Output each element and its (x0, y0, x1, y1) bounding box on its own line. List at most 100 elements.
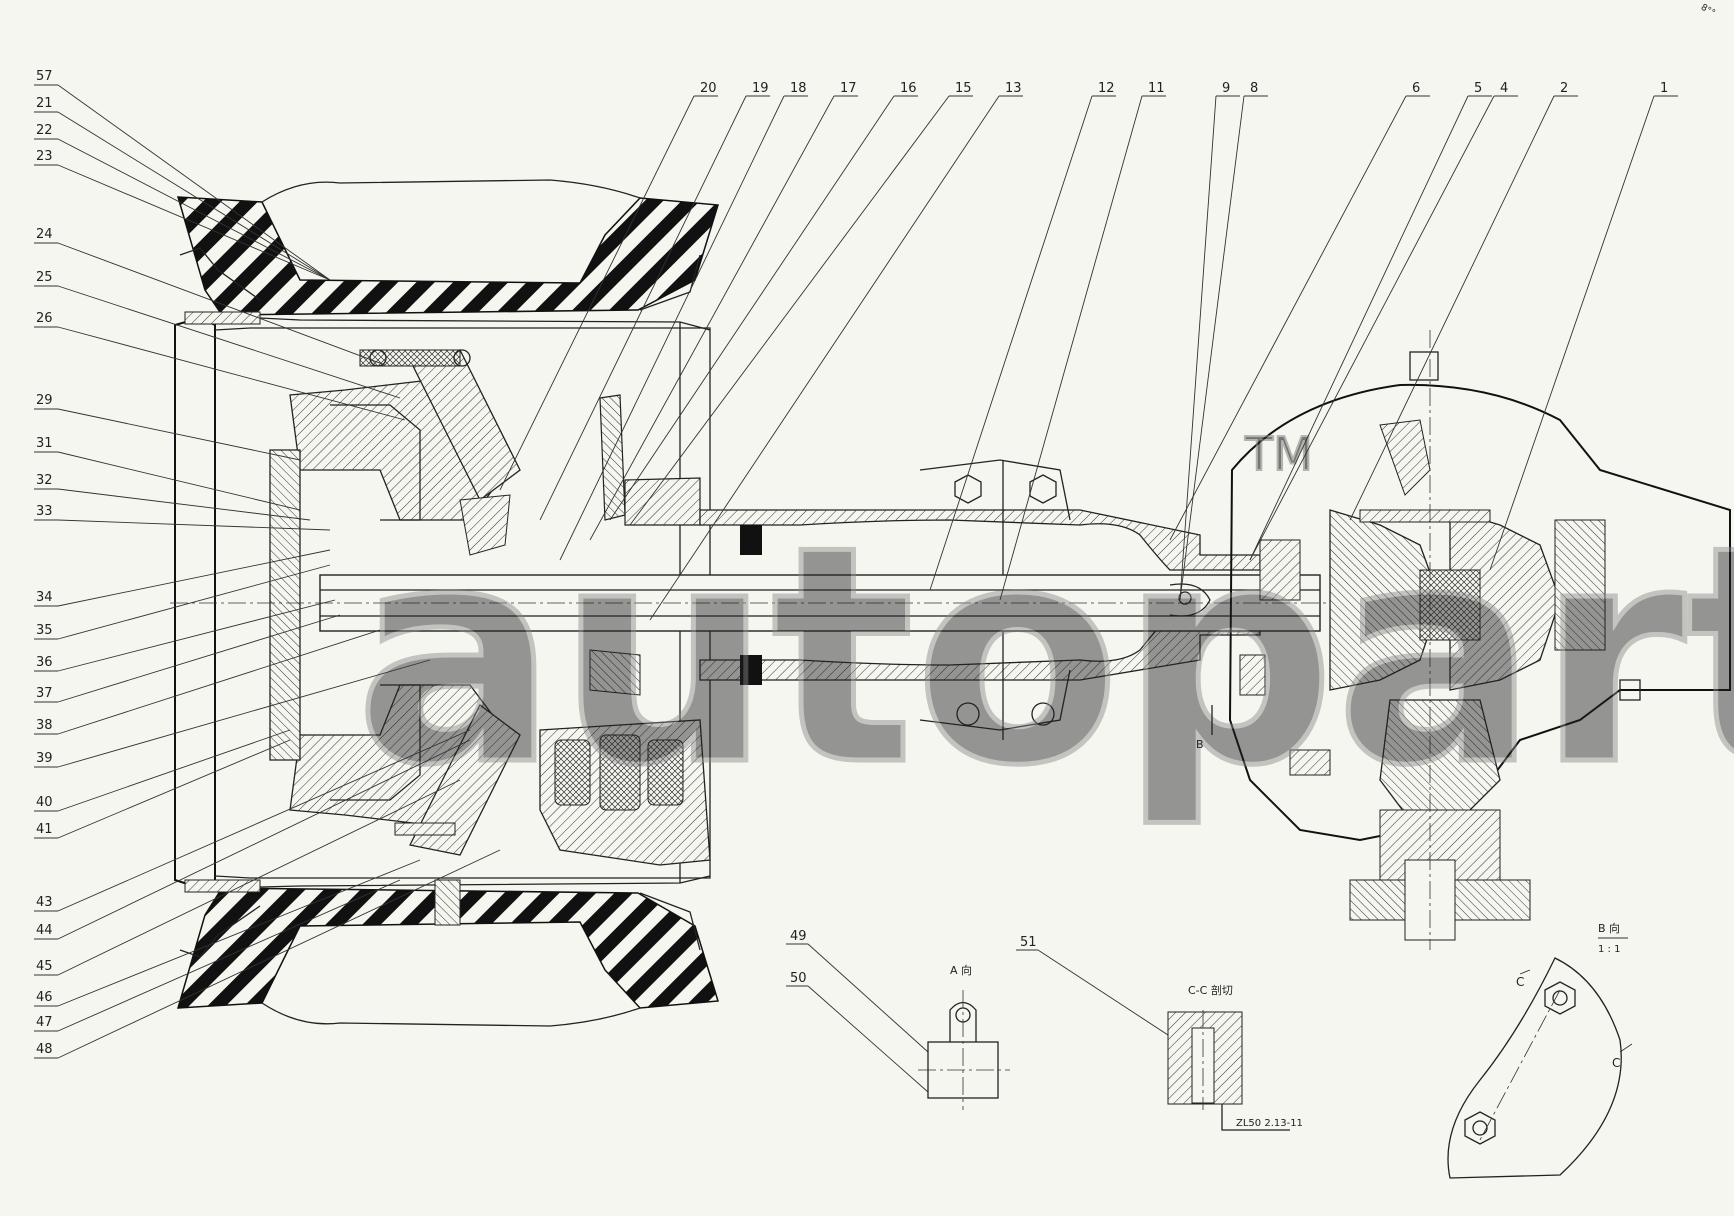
leader-line (57, 84, 331, 281)
corner-mark: 8°° (1699, 3, 1717, 19)
axle-housing (170, 459, 1560, 740)
callout-label-36: 36 (36, 655, 53, 670)
callout-label-31: 31 (36, 436, 53, 451)
callout-label-4: 4 (1500, 81, 1508, 96)
callout-label-37: 37 (36, 686, 53, 701)
callout-label-23: 23 (36, 149, 53, 164)
callout-label-25: 25 (36, 270, 53, 285)
callout-label-12: 12 (1098, 81, 1115, 96)
svg-text:autoparts: autoparts (355, 482, 1734, 831)
leader-line (57, 739, 291, 839)
svg-text:C: C (1612, 1056, 1620, 1070)
leader-line (57, 111, 331, 281)
callout-label-15: 15 (955, 81, 972, 96)
leader-line (57, 779, 461, 976)
leader-line (57, 629, 381, 735)
brake-assembly (459, 394, 711, 866)
part-code: ZL50 2.13-11 (1236, 1118, 1303, 1129)
leader-line (57, 242, 386, 366)
leader-line (57, 729, 471, 912)
svg-text:B: B (1196, 738, 1204, 751)
leader-line (57, 659, 431, 768)
callout-label-48: 48 (36, 1042, 53, 1057)
svg-text:C: C (1516, 975, 1524, 989)
leader-line (57, 859, 421, 1007)
leader-line (57, 564, 331, 640)
callout-label-35: 35 (36, 623, 53, 638)
view-b-scale: 1 : 1 (1598, 944, 1620, 955)
leader-line (57, 549, 331, 607)
leader-line (807, 943, 929, 1053)
leader-line (539, 95, 747, 521)
callout-label-17: 17 (840, 81, 857, 96)
leader-line (57, 614, 341, 703)
leader-line (999, 95, 1143, 601)
leader-line (57, 138, 331, 281)
callout-label-33: 33 (36, 504, 53, 519)
callout-label-19: 19 (752, 81, 769, 96)
leader-line (57, 164, 331, 281)
leader-line (1169, 95, 1407, 541)
view-b: B 向 1 : 1 C C (1447, 921, 1633, 1179)
leader-line (1179, 95, 1245, 601)
callout-label-34: 34 (36, 590, 53, 605)
callout-label-40: 40 (36, 795, 53, 810)
leader-line (649, 95, 1000, 621)
callout-label-20: 20 (700, 81, 717, 96)
leader-line (807, 985, 929, 1093)
callout-label-21: 21 (36, 96, 53, 111)
leader-line (1249, 95, 1469, 561)
leader-line (57, 729, 291, 812)
callout-label-26: 26 (36, 311, 53, 326)
callout-label-18: 18 (790, 81, 807, 96)
leader-line (57, 519, 331, 531)
callout-label-50: 50 (790, 971, 807, 986)
callout-label-47: 47 (36, 1015, 53, 1030)
wheel-hub (269, 349, 521, 926)
callout-label-13: 13 (1005, 81, 1022, 96)
callout-label-57: 57 (36, 69, 53, 84)
leader-line (57, 488, 311, 521)
leader-line (57, 849, 501, 1059)
leader-line (609, 95, 895, 521)
callout-label-11: 11 (1148, 81, 1165, 96)
callout-label-5: 5 (1474, 81, 1482, 96)
leader-line (559, 95, 785, 561)
leader-line (1349, 95, 1555, 521)
leader-line (57, 739, 471, 940)
callout-label-29: 29 (36, 393, 53, 408)
callout-label-38: 38 (36, 718, 53, 733)
view-a: A 向 (918, 963, 1010, 1110)
leader-line (1179, 95, 1217, 601)
callout-label-32: 32 (36, 473, 53, 488)
callout-label-43: 43 (36, 895, 53, 910)
callout-label-41: 41 (36, 822, 53, 837)
callout-label-39: 39 (36, 751, 53, 766)
tire-upper (176, 196, 719, 316)
svg-text:TM: TM (1244, 427, 1313, 481)
callout-label-49: 49 (790, 929, 807, 944)
view-b-title: B 向 (1598, 921, 1620, 935)
view-a-title: A 向 (950, 963, 972, 977)
differential-housing (1228, 330, 1731, 950)
leader-line (57, 408, 301, 461)
view-cc-title: C-C 剖切 (1188, 983, 1233, 997)
callout-label-45: 45 (36, 959, 53, 974)
leader-line (499, 95, 695, 491)
section-b-marker: B (1196, 705, 1213, 751)
leader-line (1249, 95, 1495, 561)
callout-label-22: 22 (36, 123, 53, 138)
leader-line (589, 95, 835, 541)
callout-label-1: 1 (1660, 81, 1668, 96)
leader-line (629, 95, 950, 526)
leader-line (1489, 95, 1655, 571)
watermark: autoparts TM (353, 426, 1734, 834)
callout-label-24: 24 (36, 227, 53, 242)
callout-label-16: 16 (900, 81, 917, 96)
left-callout-labels: 57 21 22 23 24 25 26 29 31 32 33 34 35 36 37 38 39 40 41 43… (34, 69, 501, 1059)
leader-line (57, 285, 401, 399)
callout-label-44: 44 (36, 923, 53, 938)
callout-label-46: 46 (36, 990, 53, 1005)
